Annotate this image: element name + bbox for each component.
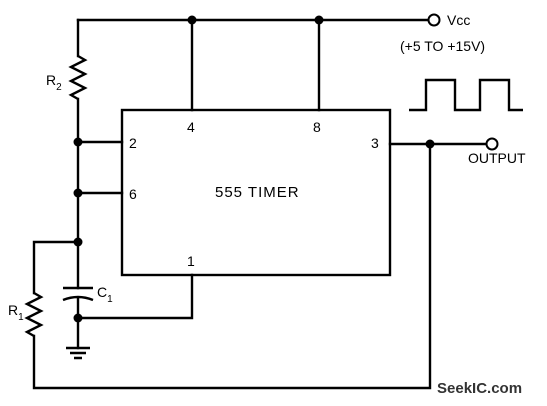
- r2-label: R2: [46, 72, 62, 93]
- square-wave-icon: [409, 78, 523, 112]
- r1-top-wire: [32, 240, 80, 295]
- pin-4-label: 4: [187, 119, 195, 135]
- pin-3-label: 3: [371, 135, 379, 151]
- output-junction: [425, 139, 435, 149]
- pin-6-label: 6: [129, 186, 137, 202]
- pin-6-junction: [73, 188, 83, 198]
- timer-ic-label: 555 TIMER: [215, 184, 300, 201]
- vcc-junction-pin4: [187, 15, 197, 25]
- pin-1-label: 1: [187, 253, 195, 269]
- vcc-label: Vcc: [447, 12, 470, 28]
- pin-2-junction: [73, 137, 83, 147]
- ground-junction: [73, 313, 83, 323]
- ground-symbol: [66, 346, 90, 360]
- vcc-junction-pin8: [314, 15, 324, 25]
- c1-label: C1: [97, 284, 113, 305]
- pin-2-label: 2: [129, 135, 137, 151]
- pin-1-wire: [76, 273, 194, 320]
- r1-label: R1: [8, 302, 24, 323]
- vcc-terminal: [427, 13, 441, 27]
- watermark: SeekIC.com: [437, 380, 522, 397]
- r1-resistor: [24, 291, 44, 338]
- r2-resistor: [68, 54, 88, 101]
- pin-8-label: 8: [313, 119, 321, 135]
- output-label: OUTPUT: [468, 150, 526, 166]
- vcc-range-label: (+5 TO +15V): [400, 38, 485, 54]
- output-terminal: [485, 137, 499, 151]
- feedback-wire: [32, 142, 432, 390]
